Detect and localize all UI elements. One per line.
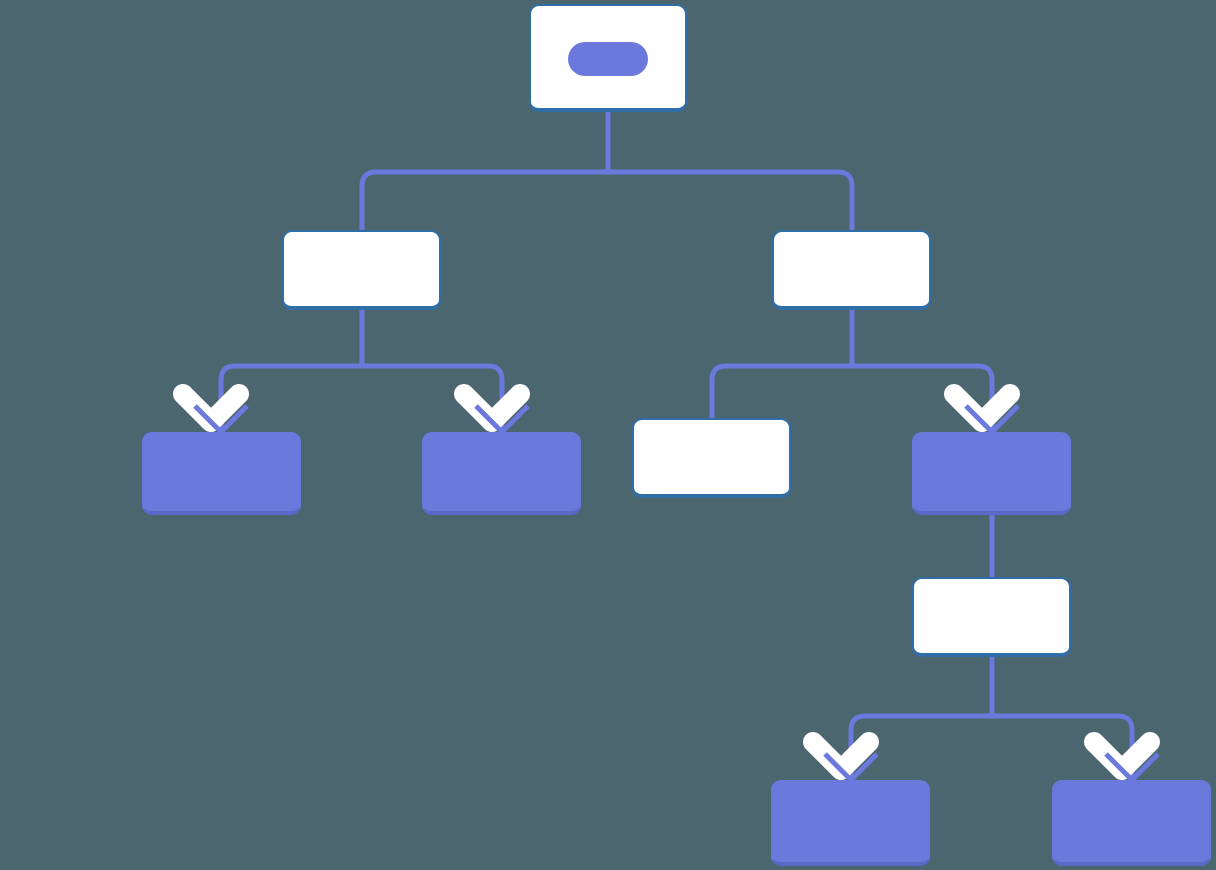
branch-node-right[interactable] (772, 230, 931, 310)
leaf-node-4[interactable] (771, 780, 930, 866)
branch-node-left[interactable] (282, 230, 441, 310)
subbranch-node[interactable] (912, 577, 1071, 657)
leaf-node-3[interactable] (632, 418, 791, 498)
leaf-node-2[interactable] (422, 432, 581, 515)
leaf-node-5[interactable] (1052, 780, 1211, 866)
subtree-node[interactable] (912, 432, 1071, 515)
root-node-pill (568, 42, 648, 76)
leaf-node-1[interactable] (142, 432, 301, 515)
